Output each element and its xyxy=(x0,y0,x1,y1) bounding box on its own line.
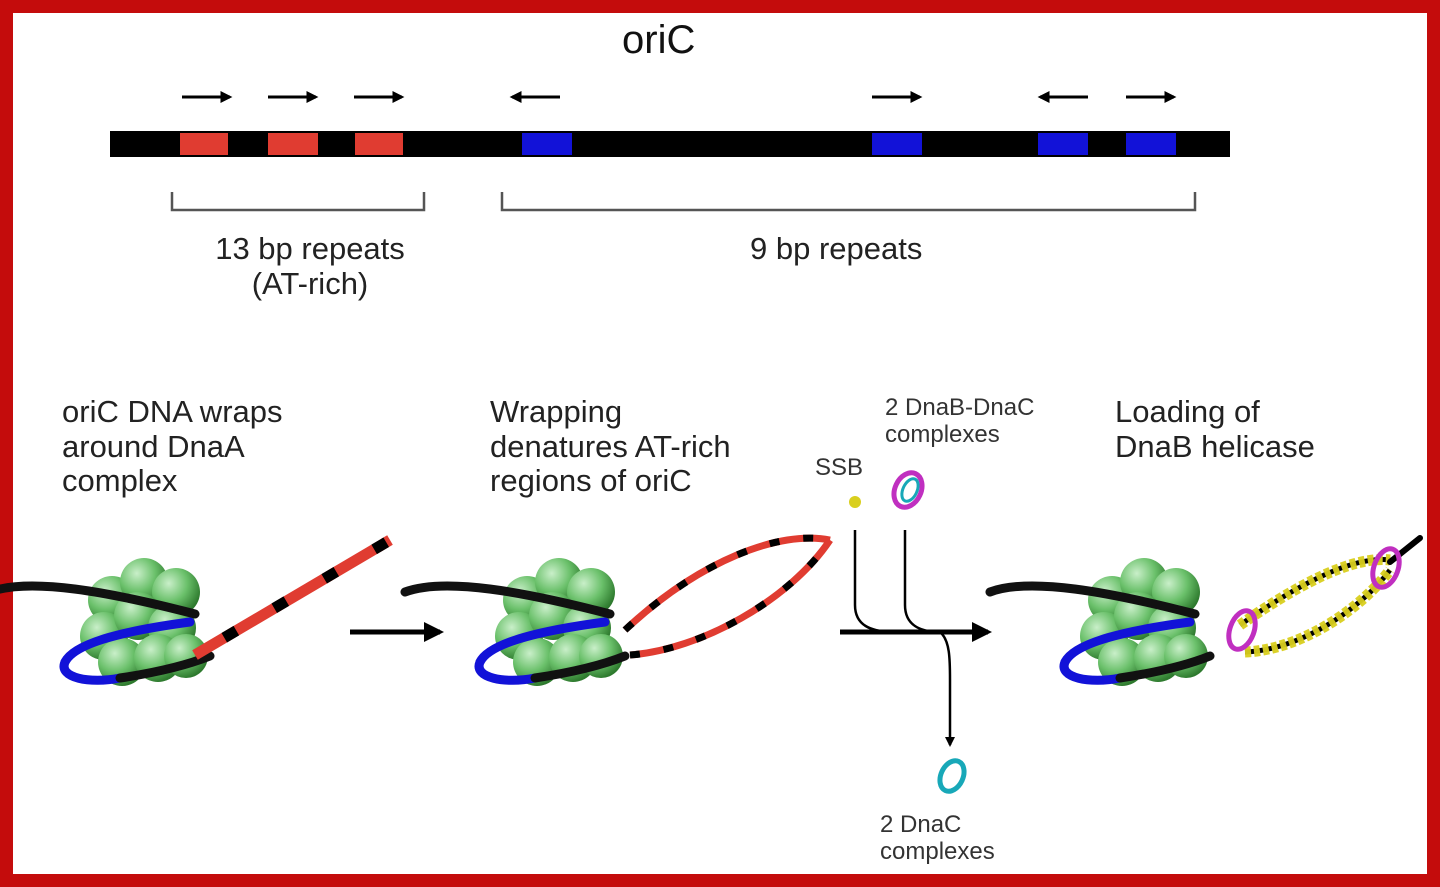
diagram-title: oriC xyxy=(622,18,696,62)
repeat9-segment-2 xyxy=(872,133,922,155)
step1-line1: oriC DNA wraps xyxy=(62,394,283,429)
reaction-arrows xyxy=(853,530,955,747)
dnac-ring-icon xyxy=(937,758,967,794)
dnab-ring-left-icon xyxy=(1226,608,1258,652)
dnac-label: 2 DnaC complexes xyxy=(880,811,995,866)
step3-helicase-loaded xyxy=(990,535,1423,686)
step2-denatured-complex xyxy=(405,534,833,686)
dnac-line2: complexes xyxy=(880,837,995,865)
step1-line3: complex xyxy=(62,463,178,499)
ssb-label: SSB xyxy=(815,454,864,481)
oric-sequence-bar xyxy=(110,131,1230,157)
step3-line2: DnaB helicase xyxy=(1115,428,1315,464)
step2-line1: Wrapping xyxy=(490,394,623,429)
label-13bp-repeats: 13 bp repeats (AT-rich) xyxy=(180,231,440,301)
dnac-line1: 2 DnaC xyxy=(880,811,962,838)
dnab-ring-right-icon xyxy=(1370,546,1402,590)
dnab-dnac-ring-icon xyxy=(891,470,925,510)
ssb-icon xyxy=(849,496,861,508)
step1-line2: around DnaA xyxy=(62,428,245,464)
step2-caption: Wrapping denatures AT-rich regions of or… xyxy=(490,394,731,499)
step2-line2: denatures AT-rich xyxy=(490,428,731,464)
repeat9-segment-3 xyxy=(1038,133,1088,155)
step1-caption: oriC DNA wraps around DnaA complex xyxy=(62,394,283,499)
dnac-inner-ring-icon xyxy=(900,477,920,503)
label-13bp-line2: (AT-rich) xyxy=(251,265,369,301)
repeat13-segment-2 xyxy=(268,133,318,155)
step3-caption: Loading of DnaB helicase xyxy=(1115,394,1315,464)
label-9bp-repeats: 9 bp repeats xyxy=(750,231,923,266)
repeat13-segment-3 xyxy=(355,133,403,155)
bracket-13bp xyxy=(170,192,426,212)
dnab-dnac-line2: complexes xyxy=(885,420,1000,448)
repeat13-segment-1 xyxy=(180,133,228,155)
repeat9-segment-1 xyxy=(522,133,572,155)
step3-line1: Loading of xyxy=(1115,394,1260,429)
step2-line3: regions of oriC xyxy=(490,463,692,499)
label-13bp-line1: 13 bp repeats xyxy=(215,231,405,266)
dnab-dnac-label: 2 DnaB-DnaC complexes xyxy=(885,394,1035,449)
bracket-9bp xyxy=(500,192,1197,212)
step1-dnaa-complex xyxy=(0,535,393,686)
dnab-dnac-line1: 2 DnaB-DnaC xyxy=(885,394,1035,421)
repeat9-segment-4 xyxy=(1126,133,1176,155)
